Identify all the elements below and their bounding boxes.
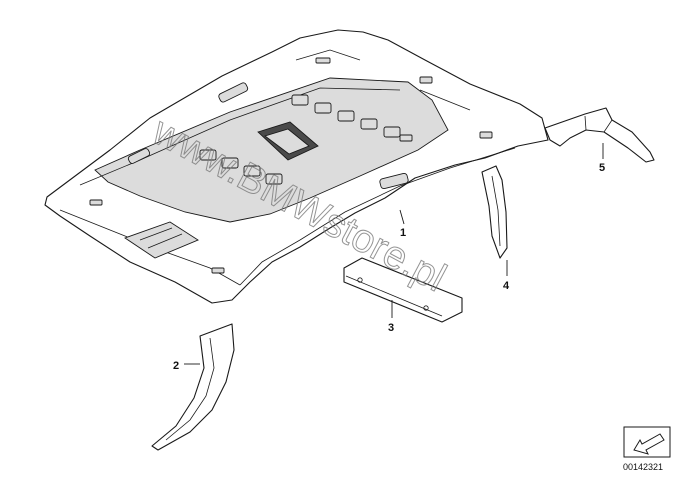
callout-3: 3 [388,322,394,334]
pillar-trim-middle-part [481,165,508,259]
arrow-icon [633,433,665,455]
callout-5: 5 [599,162,605,174]
callout-2: 2 [173,360,179,372]
headliner-part [44,29,549,304]
leader-line-1 [399,209,405,225]
callout-4: 4 [503,280,510,292]
callout-1: 1 [400,227,406,239]
diagram-code: 00142321 [623,462,663,472]
diagram-reference-badge: 00142321 [623,426,671,472]
trim-cover-part [343,257,463,323]
pillar-trim-front-part [151,323,235,451]
pillar-trim-rear-part [544,107,655,163]
